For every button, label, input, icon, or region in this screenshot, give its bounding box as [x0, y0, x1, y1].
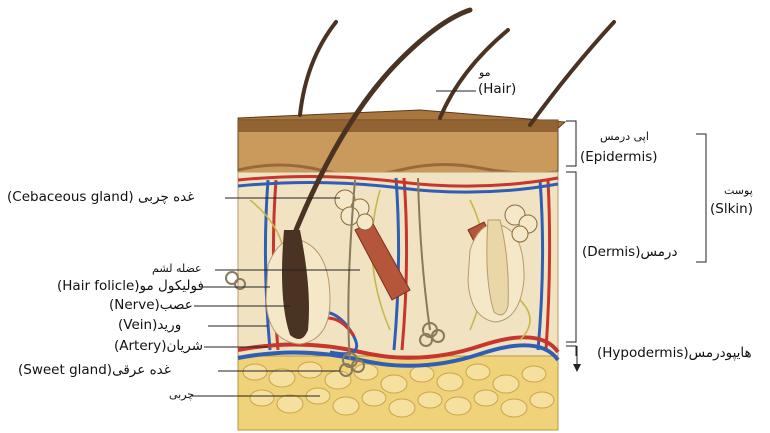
label-hair-follicle: (Hair folicle)فولیکول مو	[57, 280, 204, 294]
label-vein: (Vein)ورید	[118, 319, 181, 333]
label-sebaceous-gland: (Cebaceous gland) غده چربی	[7, 191, 194, 205]
label-fat: چربی	[169, 389, 194, 400]
label-hair-fa: مو	[479, 67, 491, 78]
label-artery: (Artery)شریان	[114, 340, 203, 354]
label-epidermis-fa: اپی درمس	[600, 131, 649, 142]
depth-arrow	[573, 346, 581, 372]
label-nerve: (Nerve)عصب	[109, 299, 193, 313]
label-muscle: عضله لشم	[152, 263, 202, 274]
label-hair-en: (Hair)	[478, 83, 516, 97]
label-skin-fa: پوست	[724, 185, 753, 196]
label-skin-en: (Slkin)	[710, 203, 753, 217]
label-hypodermis: (Hypodermis)هایپودرمس	[597, 347, 752, 361]
label-epidermis-en: (Epidermis)	[580, 151, 658, 165]
label-dermis: (Dermis)درمس	[582, 246, 677, 260]
label-sweat-gland: (Sweet gland)غده عرقی	[18, 364, 171, 378]
